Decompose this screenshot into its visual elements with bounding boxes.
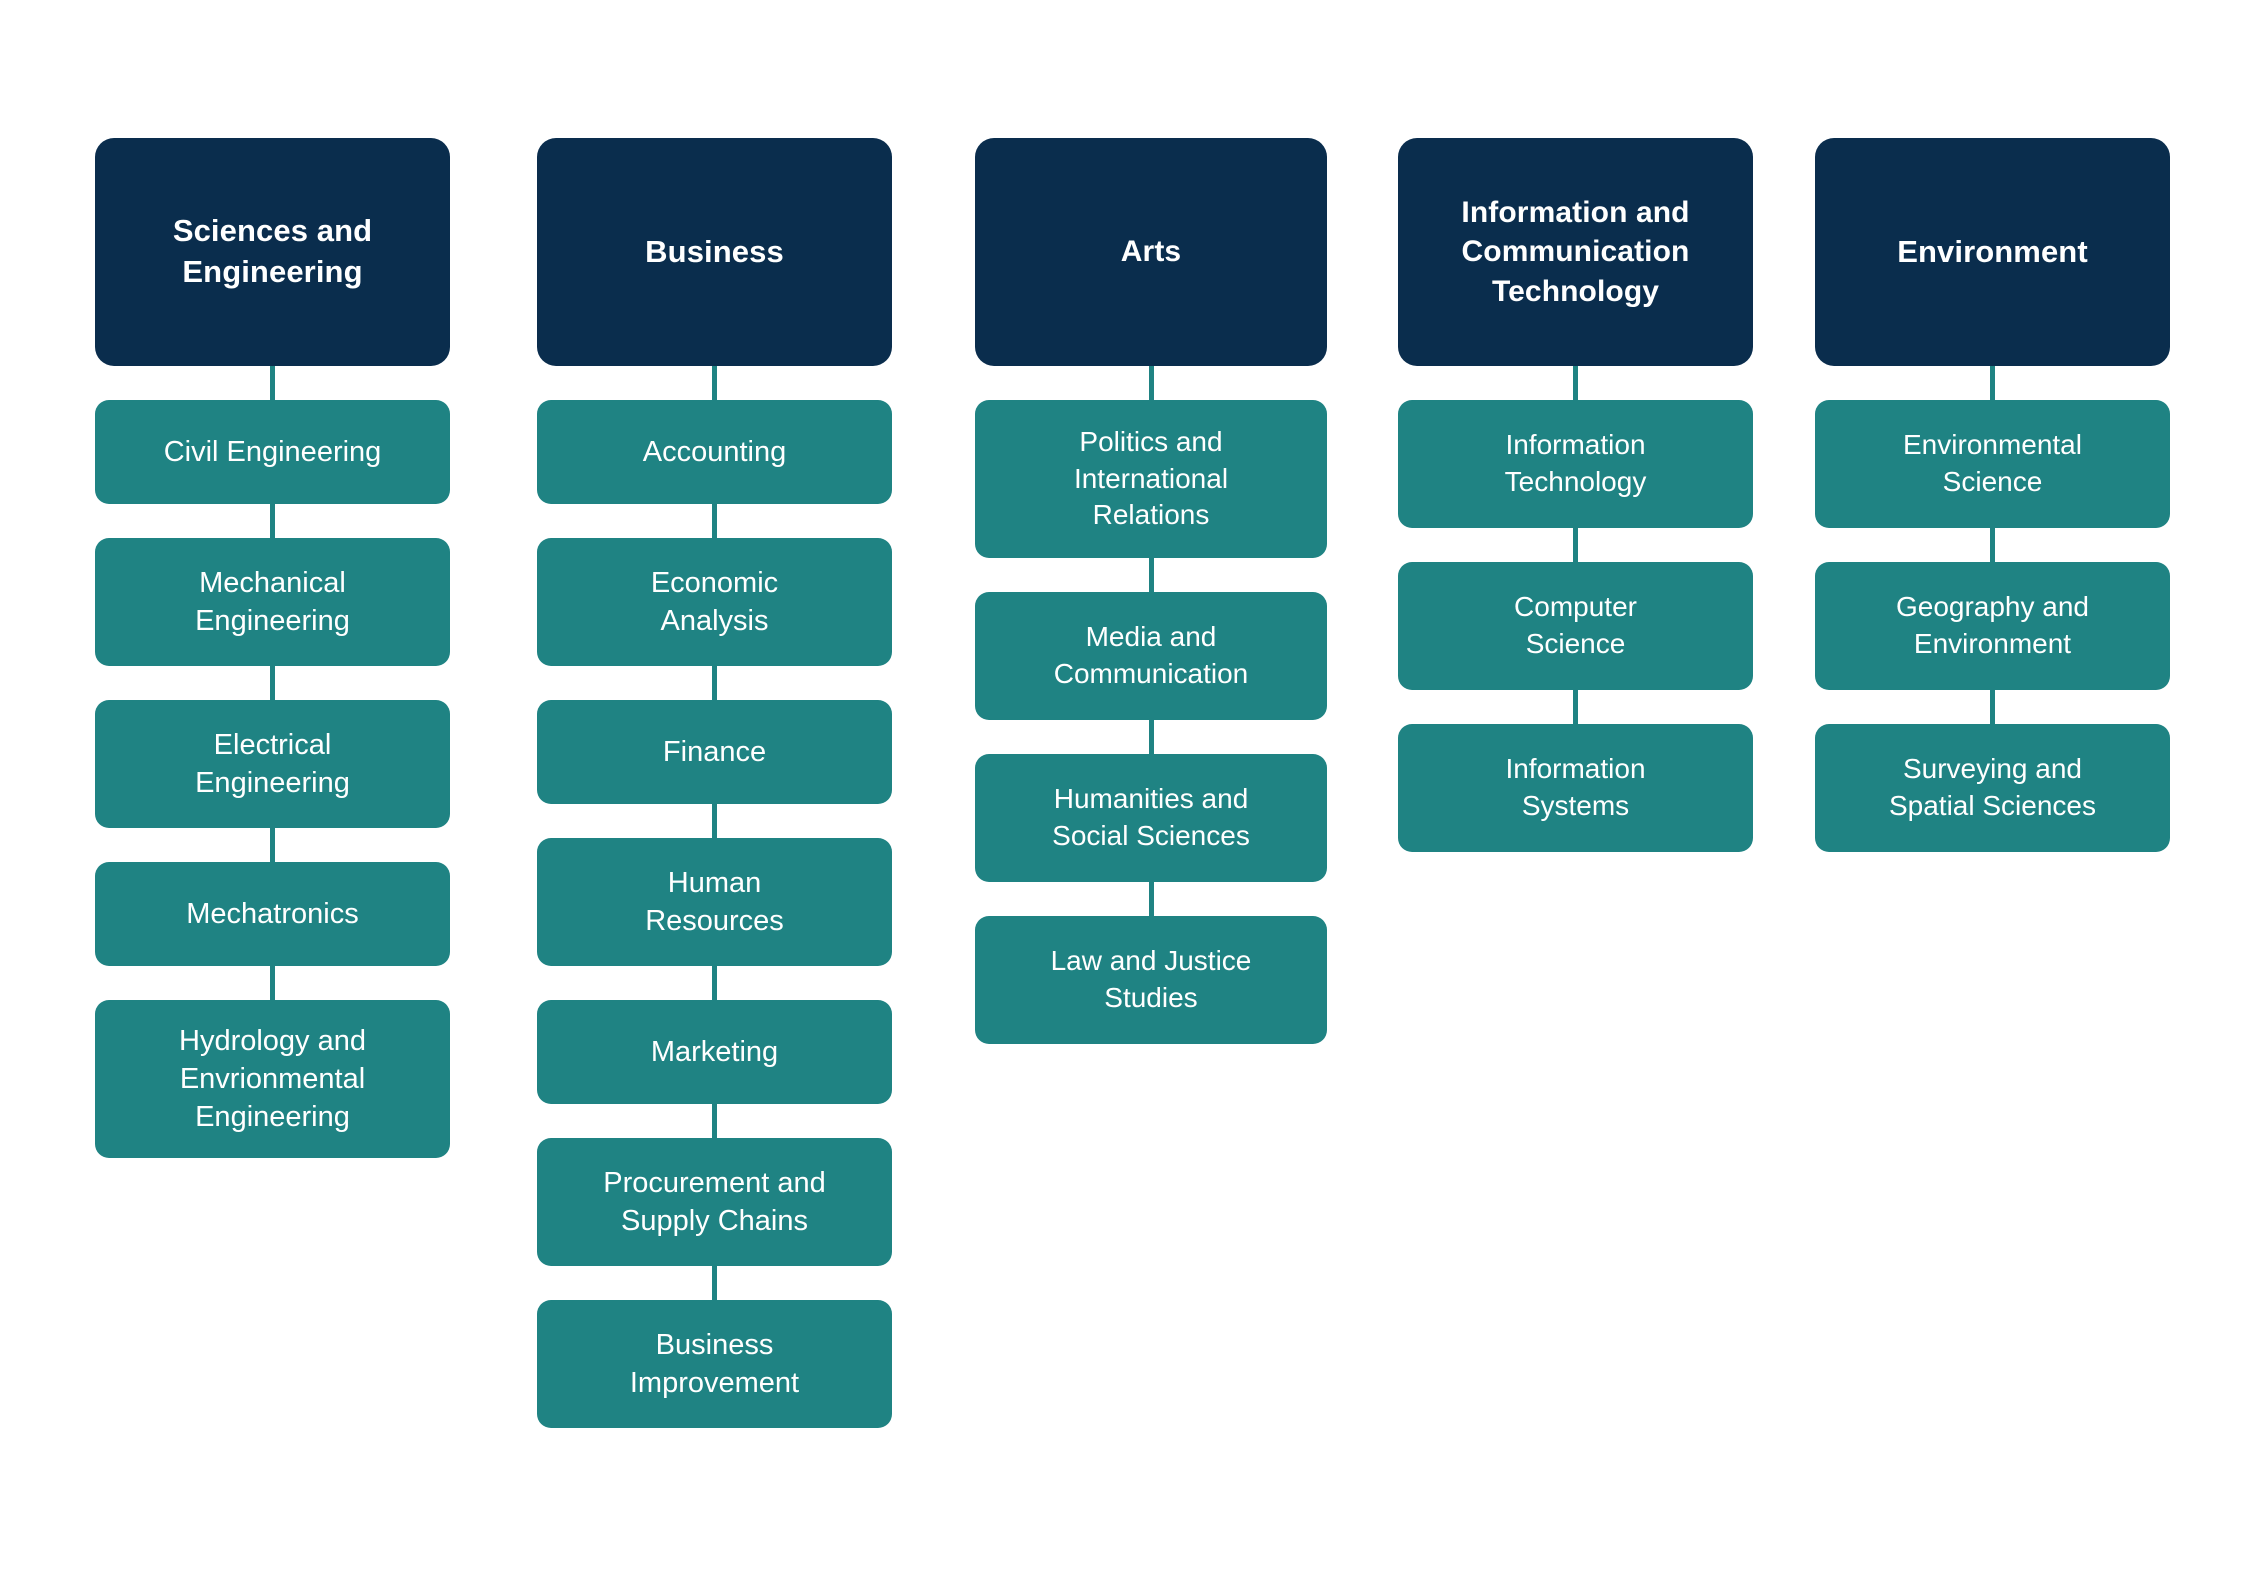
child-node[interactable]: Geography and Environment: [1815, 562, 2170, 690]
connector-line: [1573, 528, 1578, 562]
connector-line: [1148, 366, 1154, 400]
child-node[interactable]: Procurement and Supply Chains: [537, 1138, 892, 1266]
connector-line: [712, 1266, 717, 1300]
connector-line: [270, 966, 275, 1000]
child-node[interactable]: Environmental Science: [1815, 400, 2170, 528]
child-node[interactable]: Information Technology: [1398, 400, 1753, 528]
column-header-node[interactable]: Environment: [1815, 138, 2170, 366]
child-node[interactable]: Marketing: [537, 1000, 892, 1104]
column-header-label: Environment: [1897, 233, 2088, 269]
child-node-label: Electrical Engineering: [195, 728, 350, 799]
connector-line: [712, 1104, 717, 1138]
child-node[interactable]: Business Improvement: [537, 1300, 892, 1428]
connector-line: [270, 666, 275, 700]
child-node-label: Civil Engineering: [163, 435, 382, 468]
connector-line: [270, 504, 275, 538]
child-node-label: Surveying and Spatial Sciences: [1888, 753, 2096, 821]
child-node[interactable]: Mechatronics: [95, 862, 450, 966]
connector-line: [712, 504, 717, 538]
child-node-label: Mechanical Engineering: [195, 566, 350, 637]
child-node-label: Information Technology: [1504, 429, 1647, 497]
child-node[interactable]: Electrical Engineering: [95, 700, 450, 828]
column-header-node[interactable]: Business: [537, 138, 892, 366]
column-header-label: Business: [645, 233, 784, 269]
child-node-label: Media and Communication: [1053, 621, 1249, 689]
chart-column: Information and Communication Technology…: [1398, 138, 1753, 852]
child-node-label: Geography and Environment: [1895, 591, 2090, 659]
child-node[interactable]: Human Resources: [537, 838, 892, 966]
child-node[interactable]: Politics and International Relations: [975, 400, 1327, 558]
child-node-label: Law and Justice Studies: [1050, 945, 1252, 1013]
child-node-label: Economic Analysis: [650, 566, 779, 637]
connector-line: [712, 366, 717, 400]
column-header-node[interactable]: Sciences and Engineering: [95, 138, 450, 366]
child-node[interactable]: Accounting: [537, 400, 892, 504]
connector-line: [1990, 366, 1995, 400]
connector-line: [1148, 720, 1154, 754]
child-node-label: Business Improvement: [629, 1328, 800, 1399]
child-node-label: Marketing: [650, 1035, 779, 1068]
child-node[interactable]: Surveying and Spatial Sciences: [1815, 724, 2170, 852]
column-header-label: Information and Communication Technology: [1461, 195, 1690, 308]
child-node[interactable]: Hydrology and Envrionmental Engineering: [95, 1000, 450, 1158]
child-node-label: Procurement and Supply Chains: [603, 1166, 826, 1237]
connector-line: [1990, 690, 1995, 724]
connector-line: [1148, 882, 1154, 916]
column-header-node[interactable]: Arts: [975, 138, 1327, 366]
connector-line: [712, 966, 717, 1000]
child-node[interactable]: Media and Communication: [975, 592, 1327, 720]
connector-line: [270, 828, 275, 862]
child-node-label: Human Resources: [645, 866, 784, 937]
connector-line: [1573, 690, 1578, 724]
child-node-label: Hydrology and Envrionmental Engineering: [179, 1024, 366, 1134]
connector-line: [270, 366, 275, 400]
child-node-label: Information Systems: [1505, 753, 1646, 821]
connector-line: [712, 804, 717, 838]
child-node[interactable]: Finance: [537, 700, 892, 804]
child-node-label: Mechatronics: [186, 897, 359, 930]
connector-line: [1990, 528, 1995, 562]
child-node-label: Finance: [662, 735, 767, 768]
connector-line: [1148, 558, 1154, 592]
column-header-label: Sciences and Engineering: [172, 213, 373, 289]
child-node[interactable]: Humanities and Social Sciences: [975, 754, 1327, 882]
child-node-label: Humanities and Social Sciences: [1052, 783, 1250, 851]
child-node-label: Computer Science: [1514, 591, 1637, 659]
connector-line: [712, 666, 717, 700]
child-node-label: Politics and International Relations: [1073, 425, 1229, 531]
column-header-label: Arts: [1120, 235, 1182, 269]
child-node-label: Accounting: [642, 435, 787, 468]
child-node-label: Environmental Science: [1903, 429, 2082, 497]
child-node[interactable]: Information Systems: [1398, 724, 1753, 852]
child-node[interactable]: Economic Analysis: [537, 538, 892, 666]
connector-line: [1573, 366, 1578, 400]
column-header-node[interactable]: Information and Communication Technology: [1398, 138, 1753, 366]
child-node[interactable]: Computer Science: [1398, 562, 1753, 690]
child-node[interactable]: Civil Engineering: [95, 400, 450, 504]
child-node[interactable]: Mechanical Engineering: [95, 538, 450, 666]
child-node[interactable]: Law and Justice Studies: [975, 916, 1327, 1044]
